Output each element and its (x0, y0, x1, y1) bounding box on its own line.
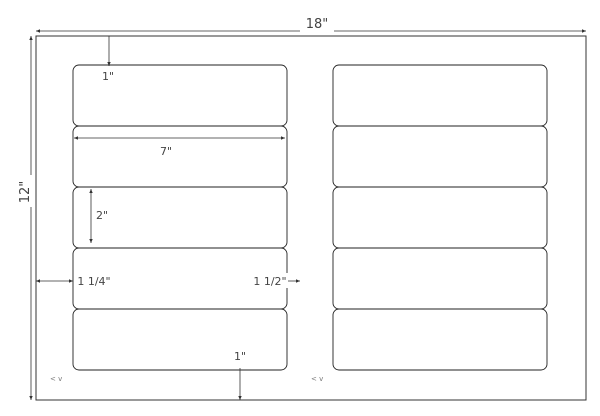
gutter-label: 1 1/2" (253, 275, 286, 288)
registration-mark-right: < v (311, 375, 323, 383)
label-cell-c2-r5 (332, 308, 548, 371)
sheet-width-dimension: 18" (36, 17, 586, 33)
left-margin-label: 1 1/4" (77, 275, 110, 288)
label-width-label: 7" (160, 145, 172, 158)
label-height-dimension: 2" (89, 189, 108, 243)
sheet-width-label: 18" (306, 17, 329, 32)
sheet-height-label: 12" (18, 181, 33, 204)
sheet-outline (35, 35, 587, 401)
bottom-margin-dimension: 1" (234, 350, 246, 400)
label-cell-c1-r5 (72, 308, 288, 371)
registration-mark-left: < v (50, 375, 62, 383)
label-width-dimension: 7" (74, 136, 285, 158)
gutter-dimension: 1 1/2" (252, 273, 300, 288)
top-margin-dimension: 1" (102, 36, 114, 83)
label-height-label: 2" (96, 209, 108, 222)
bottom-margin-label: 1" (234, 350, 246, 363)
top-margin-label: 1" (102, 70, 114, 83)
sheet-height-dimension: 12" (18, 36, 34, 400)
left-margin-dimension: 1 1/4" (36, 273, 112, 288)
